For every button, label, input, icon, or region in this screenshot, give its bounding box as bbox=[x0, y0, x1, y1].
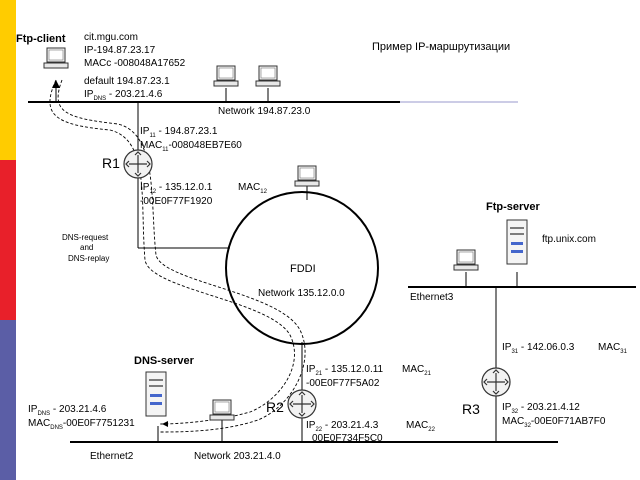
ftp-client-ipdns: IPDNS - 203.21.4.6 bbox=[84, 89, 163, 102]
fddi-label: FDDI bbox=[290, 263, 316, 275]
network-194-label: Network 194.87.23.0 bbox=[218, 106, 311, 117]
r3-mac32: MAC32-00E0F71AB7F0 bbox=[502, 416, 606, 429]
dns-request-label-2: and bbox=[80, 243, 93, 252]
ftp-server-icon bbox=[506, 219, 528, 265]
r3-mac31: MAC31 bbox=[598, 342, 628, 355]
ftp-client-default: default 194.87.23.1 bbox=[84, 76, 170, 87]
dns-request-label-3: DNS-replay bbox=[68, 254, 109, 263]
dns-request-label-1: DNS-request bbox=[62, 233, 109, 242]
reply-arrow-icon bbox=[162, 421, 168, 427]
router-r3-icon bbox=[481, 367, 511, 397]
r1-ip12: IP12 - 135.12.0.1 bbox=[140, 182, 213, 195]
ftp-client-pc-icon bbox=[43, 47, 69, 69]
router-r1-icon bbox=[123, 149, 153, 179]
ftp-pc-icon bbox=[453, 249, 479, 271]
router-r2-label: R2 bbox=[266, 399, 284, 415]
dns-server-ip: IPDNS - 203.21.4.6 bbox=[28, 404, 107, 417]
router-r2-icon bbox=[287, 389, 317, 419]
r1-mac11: MAC11-008048EB7E60 bbox=[140, 140, 242, 153]
router-r3-label: R3 bbox=[462, 401, 480, 417]
pc-icon bbox=[255, 65, 281, 87]
fddi-network-label: Network 135.12.0.0 bbox=[258, 288, 345, 299]
sidebar-yellow-segment bbox=[0, 0, 16, 160]
r2-mac21-value: -00E0F77F5A02 bbox=[306, 378, 380, 389]
r2-ip21: IP21 - 135.12.0.11 bbox=[306, 364, 384, 377]
r2-mac22: MAC22 bbox=[406, 420, 436, 433]
ethernet3-label: Ethernet3 bbox=[410, 292, 454, 303]
ftp-client-ip: IP-194.87.23.17 bbox=[84, 45, 156, 56]
ftp-client-host: cit.mgu.com bbox=[84, 32, 138, 43]
ftp-server-host: ftp.unix.com bbox=[542, 234, 596, 245]
dns-pc-icon bbox=[209, 399, 235, 421]
fddi-ring bbox=[225, 191, 379, 345]
dns-server-icon bbox=[145, 371, 167, 417]
fddi-pc-icon bbox=[294, 165, 320, 187]
dns-server-label: DNS-server bbox=[134, 355, 195, 367]
r3-ip32: IP32 - 203.21.4.12 bbox=[502, 402, 580, 415]
ethernet2-label: Ethernet2 bbox=[90, 451, 134, 462]
router-r1-label: R1 bbox=[102, 155, 120, 171]
pc-icon bbox=[213, 65, 239, 87]
sidebar-blue-segment bbox=[0, 320, 16, 480]
r1-ip11: IP11 - 194.87.23.1 bbox=[140, 126, 218, 139]
network-203-label: Network 203.21.4.0 bbox=[194, 451, 281, 462]
r1-mac12-value: -00E0F77F1920 bbox=[140, 196, 213, 207]
sidebar-stripe bbox=[0, 0, 16, 480]
r3-ip31: IP31 - 142.06.0.3 bbox=[502, 342, 575, 355]
dns-request-path-inner bbox=[57, 79, 306, 433]
r2-ip22: IP22 - 203.21.4.3 bbox=[306, 420, 379, 433]
sidebar-red-segment bbox=[0, 160, 16, 320]
r1-mac12: MAC12 bbox=[238, 182, 268, 195]
page-title: Пример IP-маршрутизации bbox=[372, 41, 510, 53]
ftp-client-label: Ftp-client bbox=[16, 33, 66, 45]
request-arrow-icon bbox=[52, 80, 60, 88]
dns-request-path-outer bbox=[49, 79, 295, 425]
dns-server-mac: MACDNS-00E0F7751231 bbox=[28, 418, 135, 431]
ftp-server-label: Ftp-server bbox=[486, 201, 541, 213]
r2-mac21: MAC21 bbox=[402, 364, 432, 377]
r2-mac22-value: 00E0F734F5C0 bbox=[312, 433, 383, 444]
ftp-client-mac: MACc -008048A17652 bbox=[84, 58, 186, 69]
